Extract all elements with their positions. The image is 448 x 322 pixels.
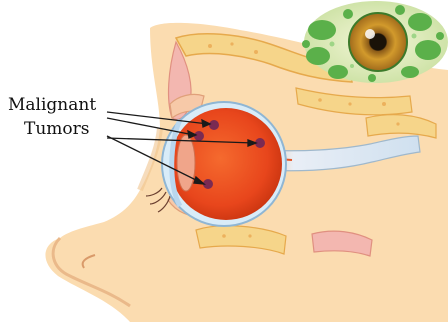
- lens: [177, 135, 195, 191]
- tumor-label-line1: Malignant: [8, 95, 96, 116]
- tumor: [209, 120, 219, 130]
- inset-reflection: [365, 29, 375, 39]
- inset-iris: [349, 13, 407, 71]
- tumor-label-line2: Tumors: [24, 119, 90, 140]
- tumor: [194, 131, 204, 141]
